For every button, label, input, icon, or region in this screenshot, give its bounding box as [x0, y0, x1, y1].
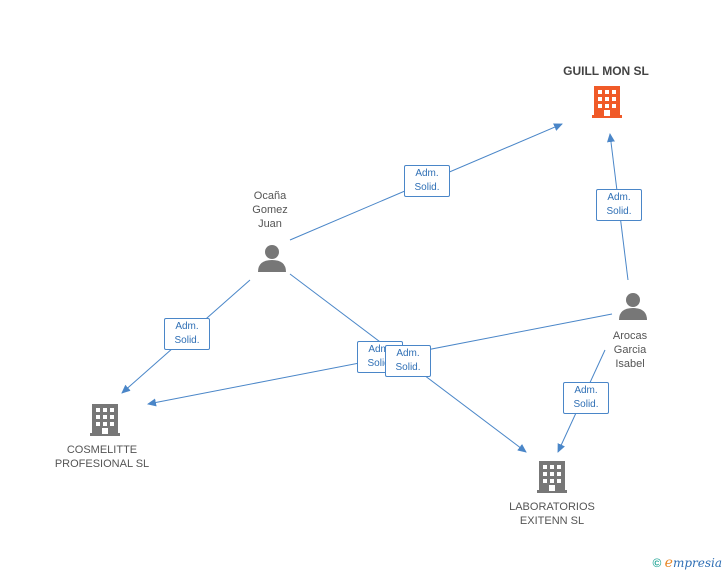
person-icon: [258, 245, 286, 272]
node-label-ocana[interactable]: Ocaña Gomez Juan: [252, 190, 288, 230]
node-label-cosmelitte[interactable]: COSMELITTE PROFESIONAL SL: [54, 444, 150, 470]
edge-label-ocana-guill: Adm. Solid.: [404, 165, 450, 197]
edge-label-arocas-guill: Adm. Solid.: [596, 189, 642, 221]
copyright-icon: ©: [652, 556, 662, 570]
edge-label-arocas-cosmelitte: Adm. Solid.: [385, 345, 431, 377]
node-label-guill[interactable]: GUILL MON SL: [563, 64, 649, 78]
edge-label-arocas-laboratorios: Adm. Solid.: [563, 382, 609, 414]
brand-rest: mpresia: [672, 556, 722, 570]
edge-label-ocana-cosmelitte: Adm. Solid.: [164, 318, 210, 350]
building-icon: [537, 461, 567, 493]
building-icon: [592, 86, 622, 118]
empresia-logo: © empresia: [652, 555, 722, 571]
brand-e: e: [664, 555, 673, 571]
building-icon: [90, 404, 120, 436]
person-icon: [619, 293, 647, 320]
node-label-laboratorios[interactable]: LABORATORIOS EXITENN SL: [509, 501, 595, 527]
node-label-arocas[interactable]: Arocas Garcia Isabel: [612, 330, 648, 370]
